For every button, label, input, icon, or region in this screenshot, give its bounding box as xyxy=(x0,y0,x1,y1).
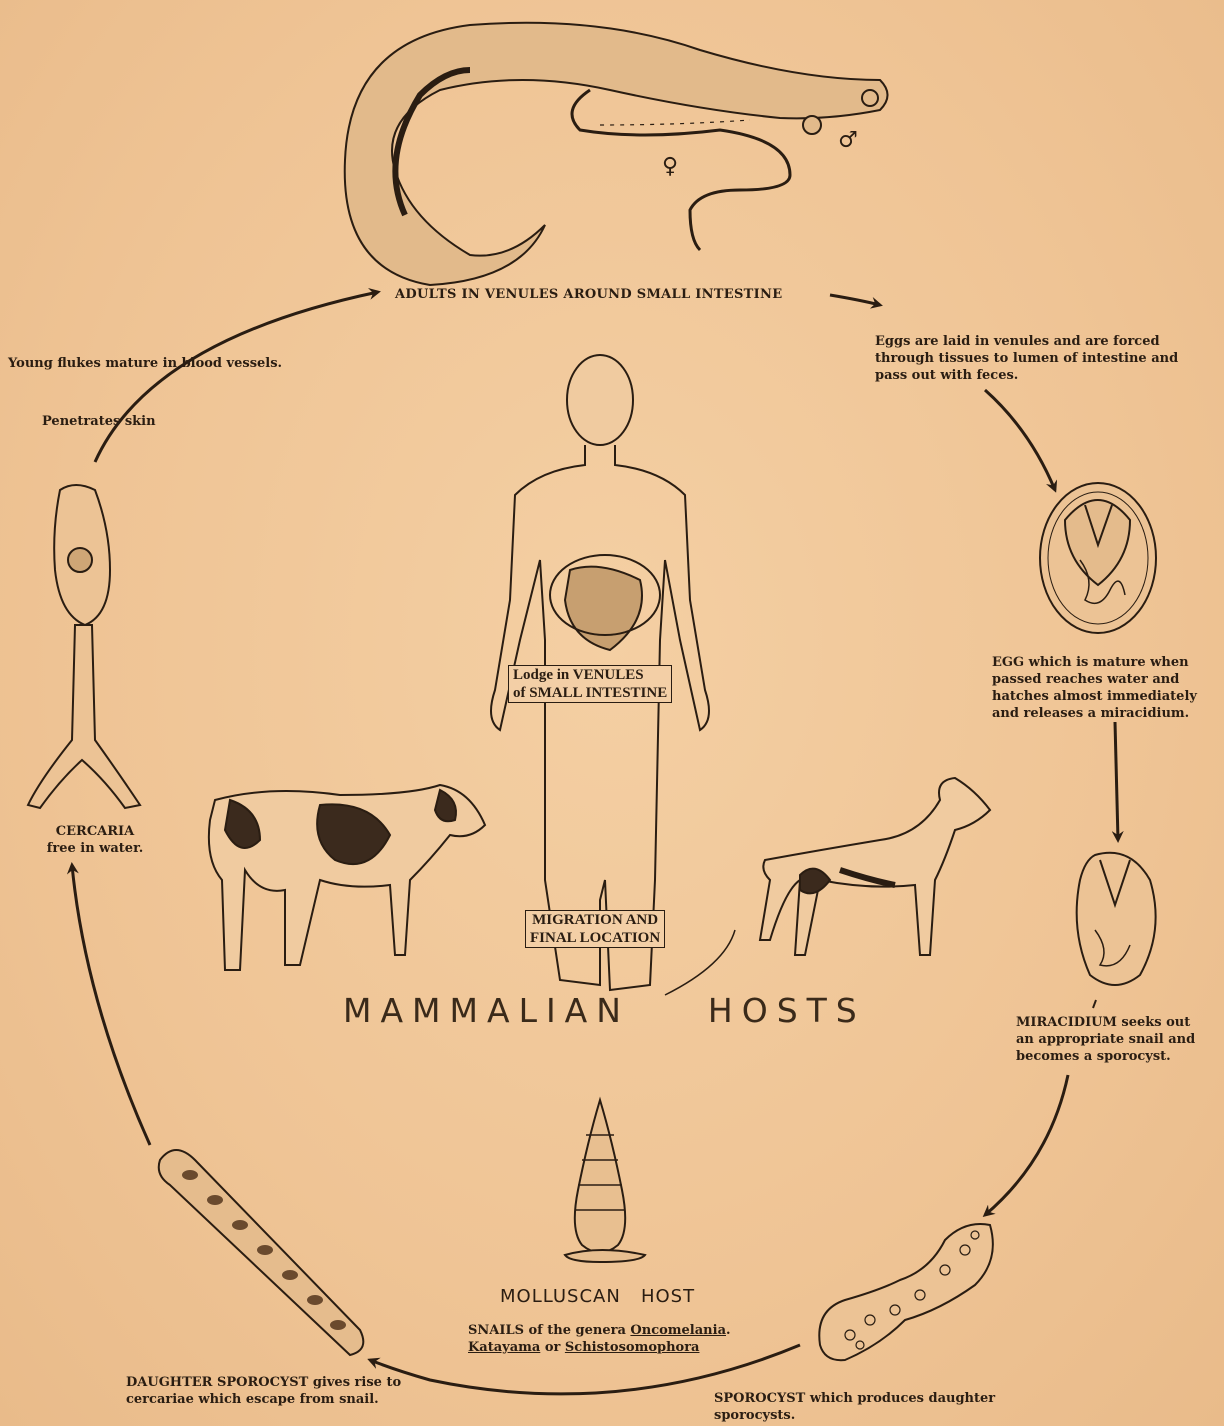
genus-separator: . xyxy=(726,1323,731,1338)
egg-illustration xyxy=(1040,483,1156,633)
miracidium-rest: seeks out xyxy=(1117,1015,1190,1030)
sporocyst-text: SPOROCYST which produces daughter sporoc… xyxy=(714,1390,995,1424)
eggs-laid-text: Eggs are laid in venules and are forced … xyxy=(875,333,1178,384)
sporocyst-illustration xyxy=(819,1224,993,1360)
arrow-adults-to-eggs-label xyxy=(830,295,880,305)
genus-katayama: Katayama xyxy=(468,1340,540,1355)
arrow-daughter-to-cercaria xyxy=(72,865,150,1145)
sporocyst-rest: which produces daughter xyxy=(805,1391,995,1406)
lodge-line-2: of SMALL INTESTINE xyxy=(513,684,667,702)
penetrates-label: Penetrates skin xyxy=(42,413,156,430)
miracidium-line-3: becomes a sporocyst. xyxy=(1016,1048,1195,1065)
migration-line-1: MIGRATION AND xyxy=(530,911,660,929)
migration-box: MIGRATION AND FINAL LOCATION xyxy=(525,910,665,948)
egg-line-4: and releases a miracidium. xyxy=(992,705,1197,722)
sporocyst-term: SPOROCYST xyxy=(714,1391,805,1406)
arrow-eggs-to-egg xyxy=(985,390,1055,490)
adults-label: ADULTS IN VENULES AROUND SMALL INTESTINE xyxy=(395,286,782,303)
cercaria-title: CERCARIA xyxy=(30,823,160,840)
arrow-young-to-adults xyxy=(95,292,378,462)
genus-or: or xyxy=(540,1340,565,1355)
male-symbol: ♂ xyxy=(838,132,858,149)
cercaria-illustration xyxy=(28,485,140,808)
arrow-miracidium-to-sporocyst xyxy=(985,1075,1068,1215)
miracidium-term: MIRACIDIUM xyxy=(1016,1015,1117,1030)
dog-illustration xyxy=(760,778,990,955)
miracidium-line-2: an appropriate snail and xyxy=(1016,1031,1195,1048)
daughter-rest: gives rise to xyxy=(308,1375,401,1390)
snails-text: SNAILS of the genera Oncomelania. Kataya… xyxy=(468,1322,731,1356)
cercaria-sub: free in water. xyxy=(30,840,160,857)
lodge-box: Lodge in VENULES of SMALL INTESTINE xyxy=(508,665,672,703)
eggs-laid-line-3: pass out with feces. xyxy=(875,367,1178,384)
miracidium-text: MIRACIDIUM seeks out an appropriate snai… xyxy=(1016,1014,1195,1065)
egg-line-1: EGG which is mature when xyxy=(992,654,1197,671)
mammalian-hosts-title: MAMMALIAN HOSTS xyxy=(343,1002,866,1019)
egg-text: EGG which is mature when passed reaches … xyxy=(992,654,1197,722)
leader-line-miracidium xyxy=(1093,1000,1096,1008)
snails-prefix: SNAILS of the genera xyxy=(468,1323,630,1338)
egg-line-2: passed reaches water and xyxy=(992,671,1197,688)
daughter-sporocyst-illustration xyxy=(159,1150,364,1355)
molluscan-host-title: MOLLUSCAN HOST xyxy=(500,1288,695,1305)
arrow-egg-to-miracidium xyxy=(1115,722,1118,840)
egg-line-3: hatches almost immediately xyxy=(992,688,1197,705)
eggs-laid-line-2: through tissues to lumen of intestine an… xyxy=(875,350,1178,367)
miracidium-illustration xyxy=(1077,853,1156,985)
eggs-laid-line-1: Eggs are laid in venules and are forced xyxy=(875,333,1178,350)
cow-illustration xyxy=(209,785,485,970)
young-flukes-label: Young flukes mature in blood vessels. xyxy=(8,355,282,372)
migration-line-2: FINAL LOCATION xyxy=(530,929,660,947)
snail-illustration xyxy=(565,1100,645,1262)
cercaria-text: CERCARIA free in water. xyxy=(30,823,160,857)
genus-schistosomophora: Schistosomophora xyxy=(565,1340,700,1355)
adult-worms-illustration xyxy=(345,23,888,285)
daughter-sporocyst-text: DAUGHTER SPOROCYST gives rise to cercari… xyxy=(126,1374,401,1408)
female-symbol: ♀ xyxy=(662,158,678,175)
daughter-term: DAUGHTER SPOROCYST xyxy=(126,1375,308,1390)
sporocyst-line-2: sporocysts. xyxy=(714,1407,995,1424)
genus-oncomelania: Oncomelania xyxy=(630,1323,726,1338)
leader-line-dog xyxy=(665,930,735,995)
daughter-line-2: cercariae which escape from snail. xyxy=(126,1391,401,1408)
lodge-line-1: Lodge in VENULES xyxy=(513,666,667,684)
